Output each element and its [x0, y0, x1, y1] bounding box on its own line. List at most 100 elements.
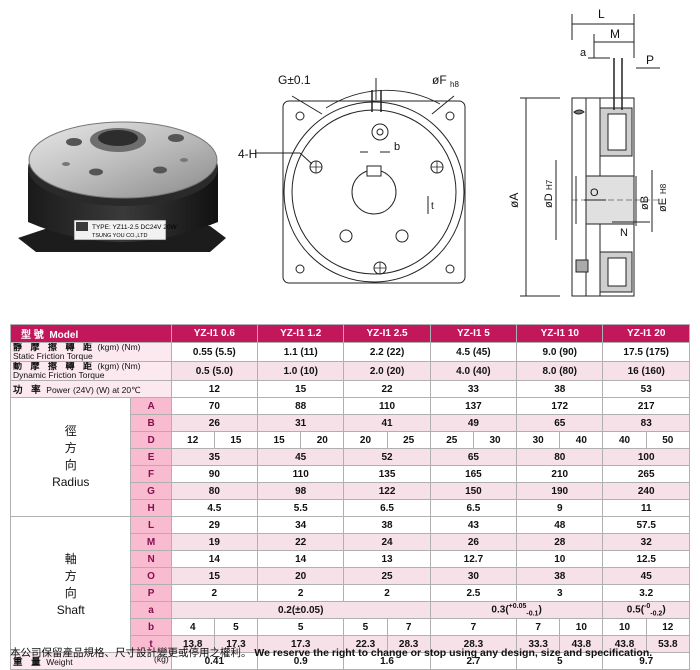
table-cell: 33 [429, 380, 518, 398]
side-D-sub: H7 [545, 179, 554, 190]
table-cell: 210 [516, 465, 604, 483]
table-cell: 2 [343, 584, 431, 602]
photo-label-line1: TYPE: YZ11-2.5 DC24V 20W [92, 224, 178, 231]
table-cell: 20 [257, 567, 345, 585]
table-cell: 110 [343, 397, 431, 415]
table-cell: 172 [516, 397, 604, 415]
table-cell: 17.3 [257, 635, 345, 653]
footer-note-cn: 本公司保留產品規格、尺寸設計變更或停用之權利。 [10, 647, 252, 659]
table-cell: 70 [170, 397, 259, 415]
side-N-label: N [620, 227, 628, 239]
side-B-label: øB [639, 196, 651, 210]
model-name: YZ-I1 5 [429, 324, 518, 343]
dimension-key: F [130, 465, 172, 483]
shaft-row-N: N 14 14 13 12.7 10 12.5 [11, 550, 690, 568]
table-cell: 15 [170, 567, 259, 585]
radius-row-G: G 80 98 122 150 190 240 [11, 482, 690, 500]
table-cell: 10 [516, 550, 604, 568]
front-f-sub: h8 [450, 80, 459, 89]
dynamic-torque-row: 動 摩 擦 轉 距 (kgm) (Nm)Dynamic Friction Tor… [10, 361, 690, 381]
side-a-label: a [580, 47, 587, 59]
table-cell: 8.0 (80) [516, 361, 604, 381]
table-cell: 16 (160) [602, 361, 690, 381]
table-cell: 14 [257, 550, 345, 568]
product-figures: TYPE: YZ11-2.5 DC24V 20W TSUNG YOU CO.,L… [18, 7, 669, 297]
shaft-row-t: t 13.8 17.3 17.3 22.3 28.3 28.3 33.3 43.… [11, 635, 691, 653]
table-cell: 53.8 [645, 635, 691, 653]
dimension-key: H [130, 499, 172, 517]
side-L-label: L [598, 7, 605, 21]
table-cell: 4.5 [170, 499, 259, 517]
table-cell: 6.5 [429, 499, 518, 517]
model-name: YZ-I1 0.6 [170, 324, 259, 343]
table-cell: 0.3(+0.05-0.1) [429, 601, 604, 619]
side-M-label: M [610, 27, 620, 41]
table-cell: 110 [257, 465, 345, 483]
side-E-sub: H8 [659, 183, 668, 194]
table-cell: 38 [516, 380, 604, 398]
table-cell: 90 [170, 465, 259, 483]
side-A-label: øA [507, 193, 521, 208]
table-cell: 28.3 [386, 635, 431, 653]
table-cell: 12.5 [602, 550, 690, 568]
power-row: 功 率 Power (24V) (W) at 20℃ 12 15 22 33 3… [10, 380, 690, 398]
dimension-key: E [130, 448, 172, 466]
table-cell: 30 [429, 567, 518, 585]
table-cell: 28 [516, 533, 604, 551]
table-cell: 1.0 (10) [257, 361, 345, 381]
table-cell: 9.0 (90) [516, 342, 604, 362]
table-cell: 45 [602, 567, 690, 585]
table-cell: 2.0 (20) [343, 361, 431, 381]
table-cell: 5 [213, 618, 259, 636]
table-cell: 190 [516, 482, 604, 500]
table-cell: 265 [602, 465, 690, 483]
side-E-label: øE [657, 198, 669, 212]
table-cell: 9 [516, 499, 604, 517]
table-cell: 43.8 [602, 635, 647, 653]
static-torque-label: 靜 摩 擦 轉 距 (kgm) (Nm)Static Friction Torq… [10, 342, 172, 362]
static-torque-row: 靜 摩 擦 轉 距 (kgm) (Nm)Static Friction Torq… [10, 342, 690, 362]
front-b-label: b [394, 141, 400, 153]
front-view-drawing [256, 78, 466, 284]
front-t-label: t [431, 201, 434, 212]
table-cell: 2.5 [429, 584, 518, 602]
front-f-label: øF [432, 73, 447, 87]
dimension-key: M [130, 533, 172, 551]
table-cell: 4.0 (40) [429, 361, 518, 381]
photo-label-line2: TSUNG YOU CO.,LTD [92, 233, 147, 239]
table-cell: 24 [343, 533, 431, 551]
table-cell: 10 [559, 618, 604, 636]
table-cell: 15 [257, 380, 345, 398]
dimension-key: L [130, 516, 172, 534]
dimension-key: O [130, 567, 172, 585]
model-name: YZ-I1 1.2 [257, 324, 345, 343]
table-cell: 6.5 [343, 499, 431, 517]
table-cell: 13.8 [170, 635, 215, 653]
table-cell: 35 [170, 448, 259, 466]
table-cell: 25 [429, 431, 474, 449]
table-cell: 14 [170, 550, 259, 568]
table-cell: 45 [257, 448, 345, 466]
dimension-key: a [130, 601, 172, 619]
table-cell: 10 [602, 618, 647, 636]
table-cell: 49 [429, 414, 518, 432]
dimension-key: b [130, 618, 172, 636]
table-cell: 3 [516, 584, 604, 602]
dimension-key: A [130, 397, 172, 415]
table-cell: 40 [559, 431, 604, 449]
table-cell: 4 [170, 618, 215, 636]
table-cell: 22 [343, 380, 431, 398]
spec-table: 型 號 Model YZ-I1 0.6 YZ-I1 1.2 YZ-I1 2.5 … [9, 324, 691, 670]
table-cell: 100 [602, 448, 690, 466]
dimension-key: D [130, 431, 172, 449]
table-cell: 5 [257, 618, 345, 636]
table-cell: 0.5 (5.0) [170, 361, 259, 381]
table-cell: 25 [343, 567, 431, 585]
table-cell: 217 [602, 397, 690, 415]
radius-row-F: F 90 110 135 165 210 265 [11, 465, 690, 483]
side-P-label: P [646, 53, 654, 67]
table-cell: 12.7 [429, 550, 518, 568]
